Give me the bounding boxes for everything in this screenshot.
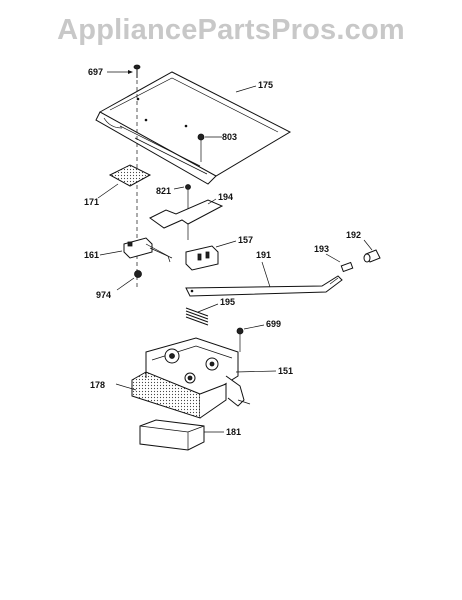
watermark: AppliancePartsPros.com — [57, 14, 405, 46]
part-699-screw — [236, 324, 265, 352]
part-191-shaft — [185, 261, 343, 297]
label-821: 821 — [156, 186, 171, 196]
part-171-plate — [97, 164, 152, 199]
label-697: 697 — [88, 67, 103, 77]
part-161-switch — [99, 237, 173, 263]
part-697-screw — [107, 64, 141, 78]
label-193: 193 — [314, 244, 329, 254]
part-194-bracket — [149, 198, 224, 229]
part-803-screw — [197, 133, 222, 162]
part-193-spring — [325, 253, 354, 273]
label-181: 181 — [226, 427, 241, 437]
label-175: 175 — [258, 80, 273, 90]
label-974: 974 — [96, 290, 111, 300]
label-699: 699 — [266, 319, 281, 329]
label-191: 191 — [256, 250, 271, 260]
part-178-housing — [115, 371, 227, 419]
label-192: 192 — [346, 230, 361, 240]
part-175-cover-panel — [95, 71, 292, 185]
label-171: 171 — [84, 197, 99, 207]
part-195-spring — [185, 303, 219, 326]
label-157: 157 — [238, 235, 253, 245]
label-803: 803 — [222, 132, 237, 142]
part-181-block — [139, 419, 224, 451]
label-178: 178 — [90, 380, 105, 390]
part-974-nut — [116, 270, 142, 291]
label-161: 161 — [84, 250, 99, 260]
label-195: 195 — [220, 297, 235, 307]
part-192-knob — [363, 239, 381, 263]
label-151: 151 — [278, 366, 293, 376]
part-157-switch — [185, 240, 237, 271]
label-194: 194 — [218, 192, 233, 202]
